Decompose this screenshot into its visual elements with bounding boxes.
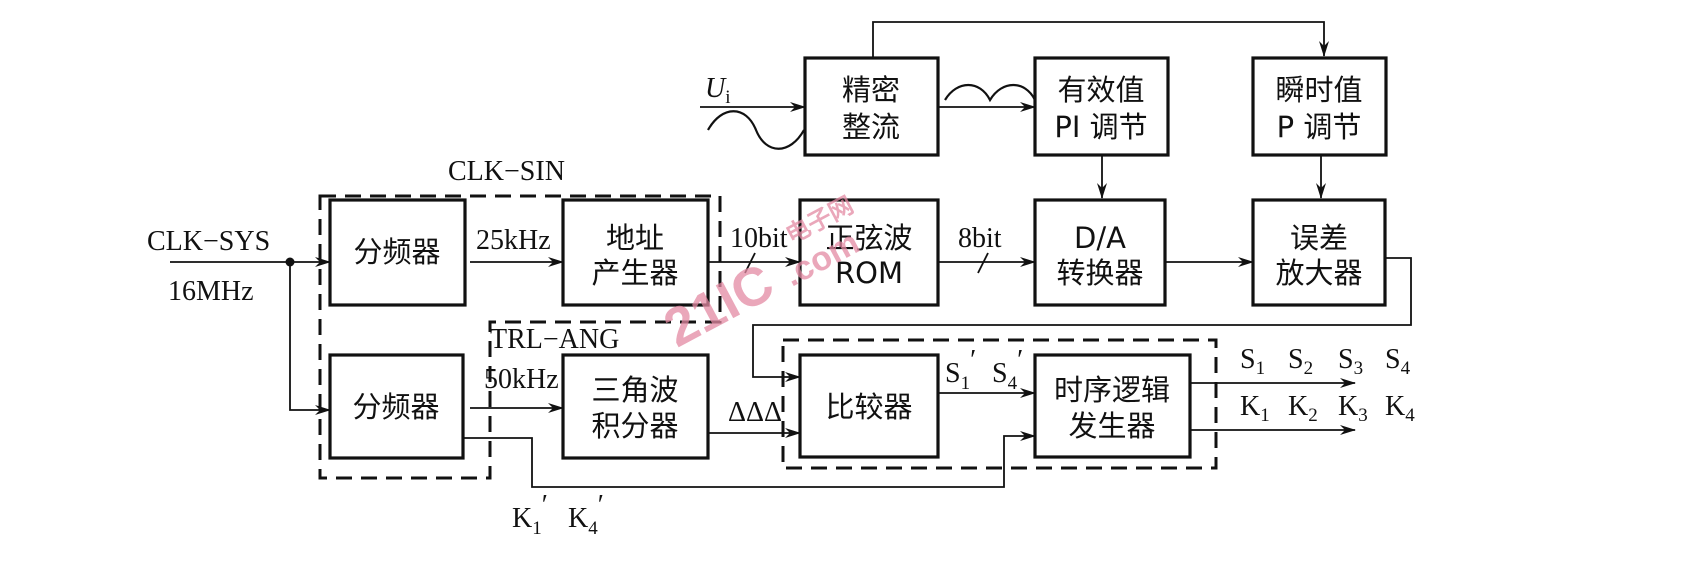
- clk-sys-branch-wire: [289, 262, 331, 415]
- triangle-wave-label: ΔΔΔ: [728, 397, 782, 428]
- addr-gen-line1: 地址: [606, 221, 664, 255]
- sine-rom-line2: ROM: [835, 256, 903, 290]
- comparator-label: 比较器: [825, 390, 912, 424]
- s-output-label: S2: [1288, 344, 1313, 379]
- rectifier-block: 精密 整流: [803, 56, 940, 157]
- junction-dot: [285, 257, 295, 267]
- k-prime-wire: [463, 431, 1036, 488]
- trl-ang-label: TRL−ANG: [490, 324, 619, 355]
- s-output-label: S3: [1338, 344, 1363, 379]
- tri-int-block: 三角波 积分器: [561, 353, 710, 460]
- divider-bottom-label: 分频器: [352, 390, 439, 424]
- freq-50khz-label: 50kHz: [484, 364, 559, 395]
- rms-pi-line2: PI 调节: [1054, 110, 1147, 144]
- freq-25khz-label: 25kHz: [476, 225, 551, 256]
- err-to-comp-wire: [752, 257, 1412, 382]
- bits-10-label: 10bit: [730, 223, 788, 254]
- dac-block: D/A 转换器: [1033, 198, 1167, 307]
- rectifier-line2: 整流: [842, 110, 900, 144]
- err-amp-line1: 误差: [1290, 221, 1348, 255]
- k-outputs: K1 K2 K3 K4: [1240, 391, 1415, 426]
- bus-slash-8bit: [977, 252, 989, 274]
- k1-prime-label: K1′: [512, 490, 548, 539]
- bus-slash-10bit: [744, 252, 756, 274]
- tri-int-line1: 三角波: [591, 373, 678, 407]
- s-output-label: S1: [1240, 344, 1265, 379]
- divider-top-block: 分频器: [328, 198, 467, 307]
- rms-pi-block: 有效值 PI 调节: [1033, 56, 1170, 157]
- sine-wave-icon: [707, 110, 805, 150]
- divider-top-label: 分频器: [353, 235, 440, 269]
- bits-8-label: 8bit: [958, 223, 1002, 254]
- rectifier-line1: 精密: [842, 73, 900, 107]
- inst-p-block: 瞬时值 P 调节: [1251, 56, 1388, 157]
- s-outputs: S1 S2 S3 S4: [1240, 344, 1411, 379]
- addr-gen-block: 地址 产生器: [561, 198, 710, 307]
- dac-line2: 转换器: [1056, 256, 1143, 290]
- wires: [170, 21, 1412, 488]
- comparator-block: 比较器: [798, 353, 940, 459]
- rms-pi-line1: 有效值: [1057, 73, 1144, 107]
- dac-line1: D/A: [1074, 221, 1126, 255]
- sine-rom-block: 正弦波 ROM: [798, 198, 940, 307]
- clk-sin-label: CLK−SIN: [448, 156, 565, 187]
- k-output-label: K1: [1240, 391, 1270, 426]
- k-output-label: K3: [1338, 391, 1368, 426]
- feedback-top-wire: [872, 21, 1329, 58]
- timing-logic-block: 时序逻辑 发生器: [1033, 353, 1192, 459]
- inst-p-line1: 瞬时值: [1275, 73, 1362, 107]
- comparator-group-border: [781, 338, 1218, 470]
- k-output-label: K4: [1385, 391, 1415, 426]
- timing-logic-line1: 时序逻辑: [1054, 373, 1170, 407]
- err-amp-block: 误差 放大器: [1251, 198, 1387, 307]
- rectified-wave-icon: [944, 84, 1036, 103]
- clk-sin-group-border: [318, 194, 722, 480]
- s4-prime-label: S4′: [992, 345, 1023, 394]
- timing-logic-line2: 发生器: [1068, 409, 1155, 443]
- err-amp-line2: 放大器: [1275, 256, 1362, 290]
- k4-prime-label: K4′: [568, 490, 604, 539]
- divider-bottom-block: 分频器: [328, 353, 465, 460]
- addr-gen-line2: 产生器: [591, 256, 678, 290]
- k-output-label: K2: [1288, 391, 1318, 426]
- sine-rom-line1: 正弦波: [825, 221, 912, 255]
- freq-16mhz-label: 16MHz: [168, 276, 254, 307]
- inst-p-line2: P 调节: [1277, 110, 1362, 144]
- clk-sys-label: CLK−SYS: [147, 226, 270, 257]
- ui-label: Ui: [705, 73, 731, 108]
- s1-prime-label: S1′: [945, 345, 976, 394]
- tri-int-line2: 积分器: [591, 409, 678, 443]
- s-output-label: S4: [1385, 344, 1411, 379]
